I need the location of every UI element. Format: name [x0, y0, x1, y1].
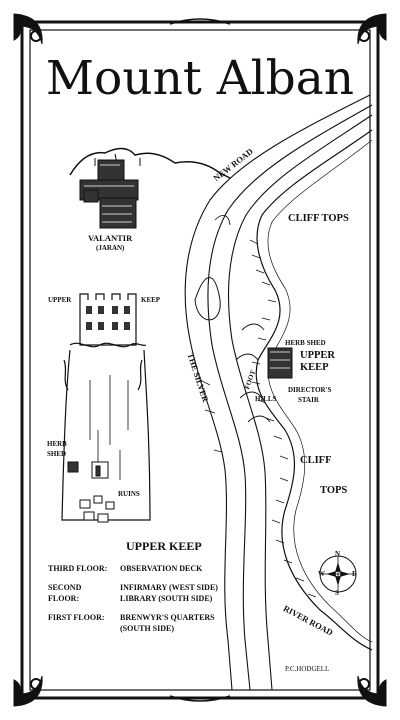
valantir-label: VALANTIR — [88, 233, 133, 243]
tower-windows — [86, 306, 130, 330]
tower-keep-label: KEEP — [141, 296, 161, 304]
upper-keep-map-label-1: UPPER — [300, 350, 335, 361]
herb-left-label-2: SHED — [47, 450, 67, 458]
legend-desc-first: BRENWYR'S QUARTERS — [120, 613, 215, 622]
ornamental-border — [13, 13, 387, 707]
jaran-label: (JARAN) — [96, 244, 125, 252]
legend-floor-second: SECOND — [48, 583, 82, 592]
legend-floor-second-2: FLOOR: — [48, 594, 80, 603]
directors-stair-label-2: STAIR — [298, 396, 319, 404]
compass-n: N — [335, 550, 341, 558]
upper-keep-map-label-2: KEEP — [300, 362, 329, 373]
cliff-tops-label-upper: CLIFF TOPS — [288, 213, 349, 224]
map-title: Mount Alban — [45, 51, 355, 106]
legend-floor-third: THIRD FLOOR: — [48, 564, 108, 573]
mountain-outline — [69, 147, 231, 179]
cliff-tops-label-lower-2: TOPS — [320, 485, 348, 496]
hills-label: HILLS — [255, 395, 277, 403]
cliff-ridge — [255, 129, 373, 651]
cliff-tops-label-lower-1: CLIFF — [300, 455, 332, 466]
compass-s: S — [335, 589, 339, 597]
ruins-blocks — [67, 461, 115, 523]
river-silver — [184, 94, 373, 691]
compass-w: W — [318, 570, 325, 578]
legend-desc-second-2: LIBRARY (SOUTH SIDE) — [120, 594, 213, 603]
compass-e: E — [352, 570, 357, 578]
legend-floor-first: FIRST FLOOR: — [48, 613, 105, 622]
compass-rose — [319, 555, 357, 593]
ruins-label: RUINS — [118, 490, 140, 498]
tower-upper-label: UPPER — [48, 296, 72, 304]
valantir-building — [79, 159, 139, 229]
keep-tower — [61, 293, 151, 521]
herb-left-label-1: HERB — [47, 440, 67, 448]
herb-shed-map-label: HERB SHED — [285, 339, 326, 347]
upper-keep-marker — [267, 347, 293, 379]
legend-desc-second: INFIRMARY (WEST SIDE) — [120, 583, 218, 592]
foot-hills — [235, 323, 271, 423]
artist-signature: P.C.HODGELL — [285, 665, 330, 673]
cliff-hatching — [249, 239, 317, 598]
legend-desc-third: OBSERVATION DECK — [120, 564, 203, 573]
legend-desc-first-2: (SOUTH SIDE) — [120, 624, 175, 633]
directors-stair-label-1: DIRECTOR'S — [288, 386, 332, 394]
keep-legend-heading: UPPER KEEP — [126, 539, 202, 553]
